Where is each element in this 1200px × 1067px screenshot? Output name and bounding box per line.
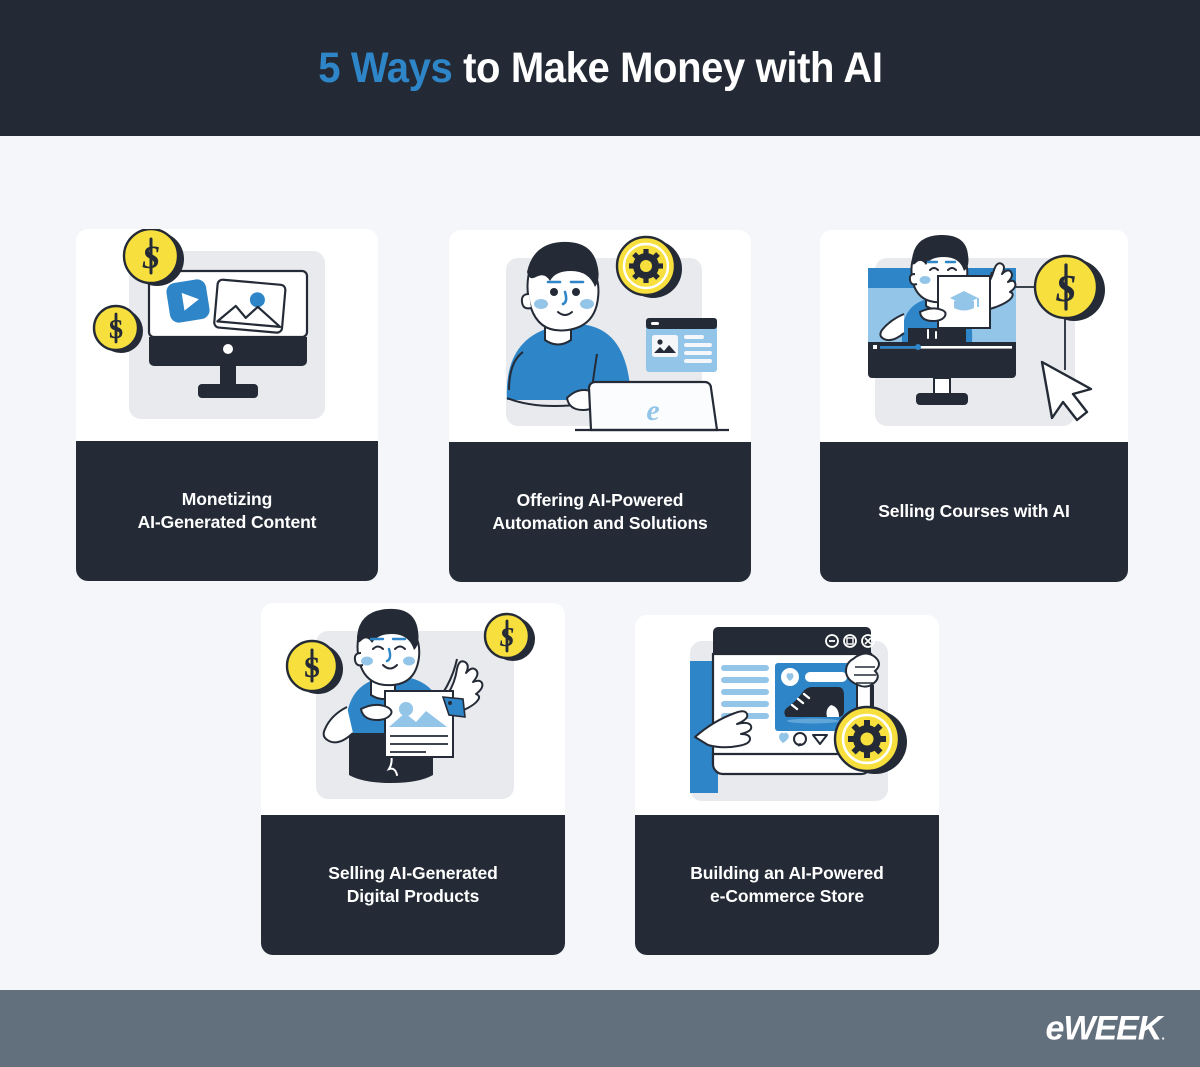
card-label: Monetizing AI-Generated Content [76, 441, 378, 581]
card-label-line1: Monetizing [181, 488, 273, 509]
svg-text:e: e [646, 394, 659, 427]
monitor-illustration: S S [92, 229, 309, 398]
page-title: 5 Ways to Make Money with AI [317, 43, 883, 93]
page-header: 5 Ways to Make Money with AI [0, 0, 1200, 136]
browser-window-icon [646, 318, 717, 372]
card-label-line2: Digital Products [346, 886, 480, 906]
card-offering-ai-powered-automation-and-solutions[interactable]: e [449, 230, 751, 582]
card-label-line2: e-Commerce Store [709, 886, 864, 906]
card-selling-courses-with-ai[interactable]: S Selling Courses with AI [820, 230, 1128, 582]
card-label-line1: Offering AI-Powered [516, 489, 684, 510]
card-label-line1: Selling AI-Generated [328, 862, 498, 883]
card-label: Building an AI-Powered e-Commerce Store [635, 815, 939, 955]
card-monetizing-ai-generated-content[interactable]: S S Monetizing AI-Generated Content [76, 229, 378, 581]
dollar-coin-icon: S [1033, 254, 1105, 321]
card-illustration [635, 615, 939, 815]
card-illustration: S [820, 230, 1128, 442]
eweek-logo-text: eWEEK [1045, 1009, 1162, 1047]
card-label-line2: AI-Generated Content [137, 512, 317, 532]
card-illustration: S S [76, 229, 378, 441]
card-selling-ai-generated-digital-products[interactable]: S S Selling AI-Generated Digital Product… [261, 603, 565, 955]
eweek-logo: eWEEK. [1045, 1009, 1164, 1048]
page-footer: eWEEK. [0, 990, 1200, 1067]
card-label-line1: Building an AI-Powered [690, 862, 884, 883]
dollar-coin-icon: S [483, 612, 535, 661]
page-title-accent: 5 Ways [317, 43, 452, 92]
card-label: Selling AI-Generated Digital Products [261, 815, 565, 955]
ecommerce-illustration [690, 627, 907, 793]
card-label: Selling Courses with AI [820, 442, 1128, 582]
dollar-coin-icon: S [122, 229, 184, 286]
card-illustration: e [449, 230, 751, 442]
dollar-coin-icon: S [285, 639, 343, 694]
eweek-logo-trademark: . [1161, 1027, 1165, 1042]
cards-stage: S S Monetizing AI-Generated Content [0, 136, 1200, 990]
cursor-arrow-icon [1040, 360, 1093, 422]
card-label-line1: Selling Courses with AI [878, 501, 1070, 522]
card-building-an-ai-powered-e-commerce-store[interactable]: Building an AI-Powered e-Commerce Store [635, 615, 939, 955]
gear-coin-icon [833, 705, 907, 774]
card-label-line2: Automation and Solutions [492, 513, 708, 533]
card-illustration: S S [261, 603, 565, 815]
card-label: Offering AI-Powered Automation and Solut… [449, 442, 751, 582]
course-video-illustration: S [868, 234, 1105, 422]
digital-products-illustration: S S [285, 608, 535, 783]
dollar-coin-icon: S [92, 304, 143, 353]
page-title-rest: to Make Money with AI [451, 43, 883, 92]
person-with-laptop-illustration: e [506, 235, 729, 432]
gear-coin-icon [615, 235, 682, 298]
